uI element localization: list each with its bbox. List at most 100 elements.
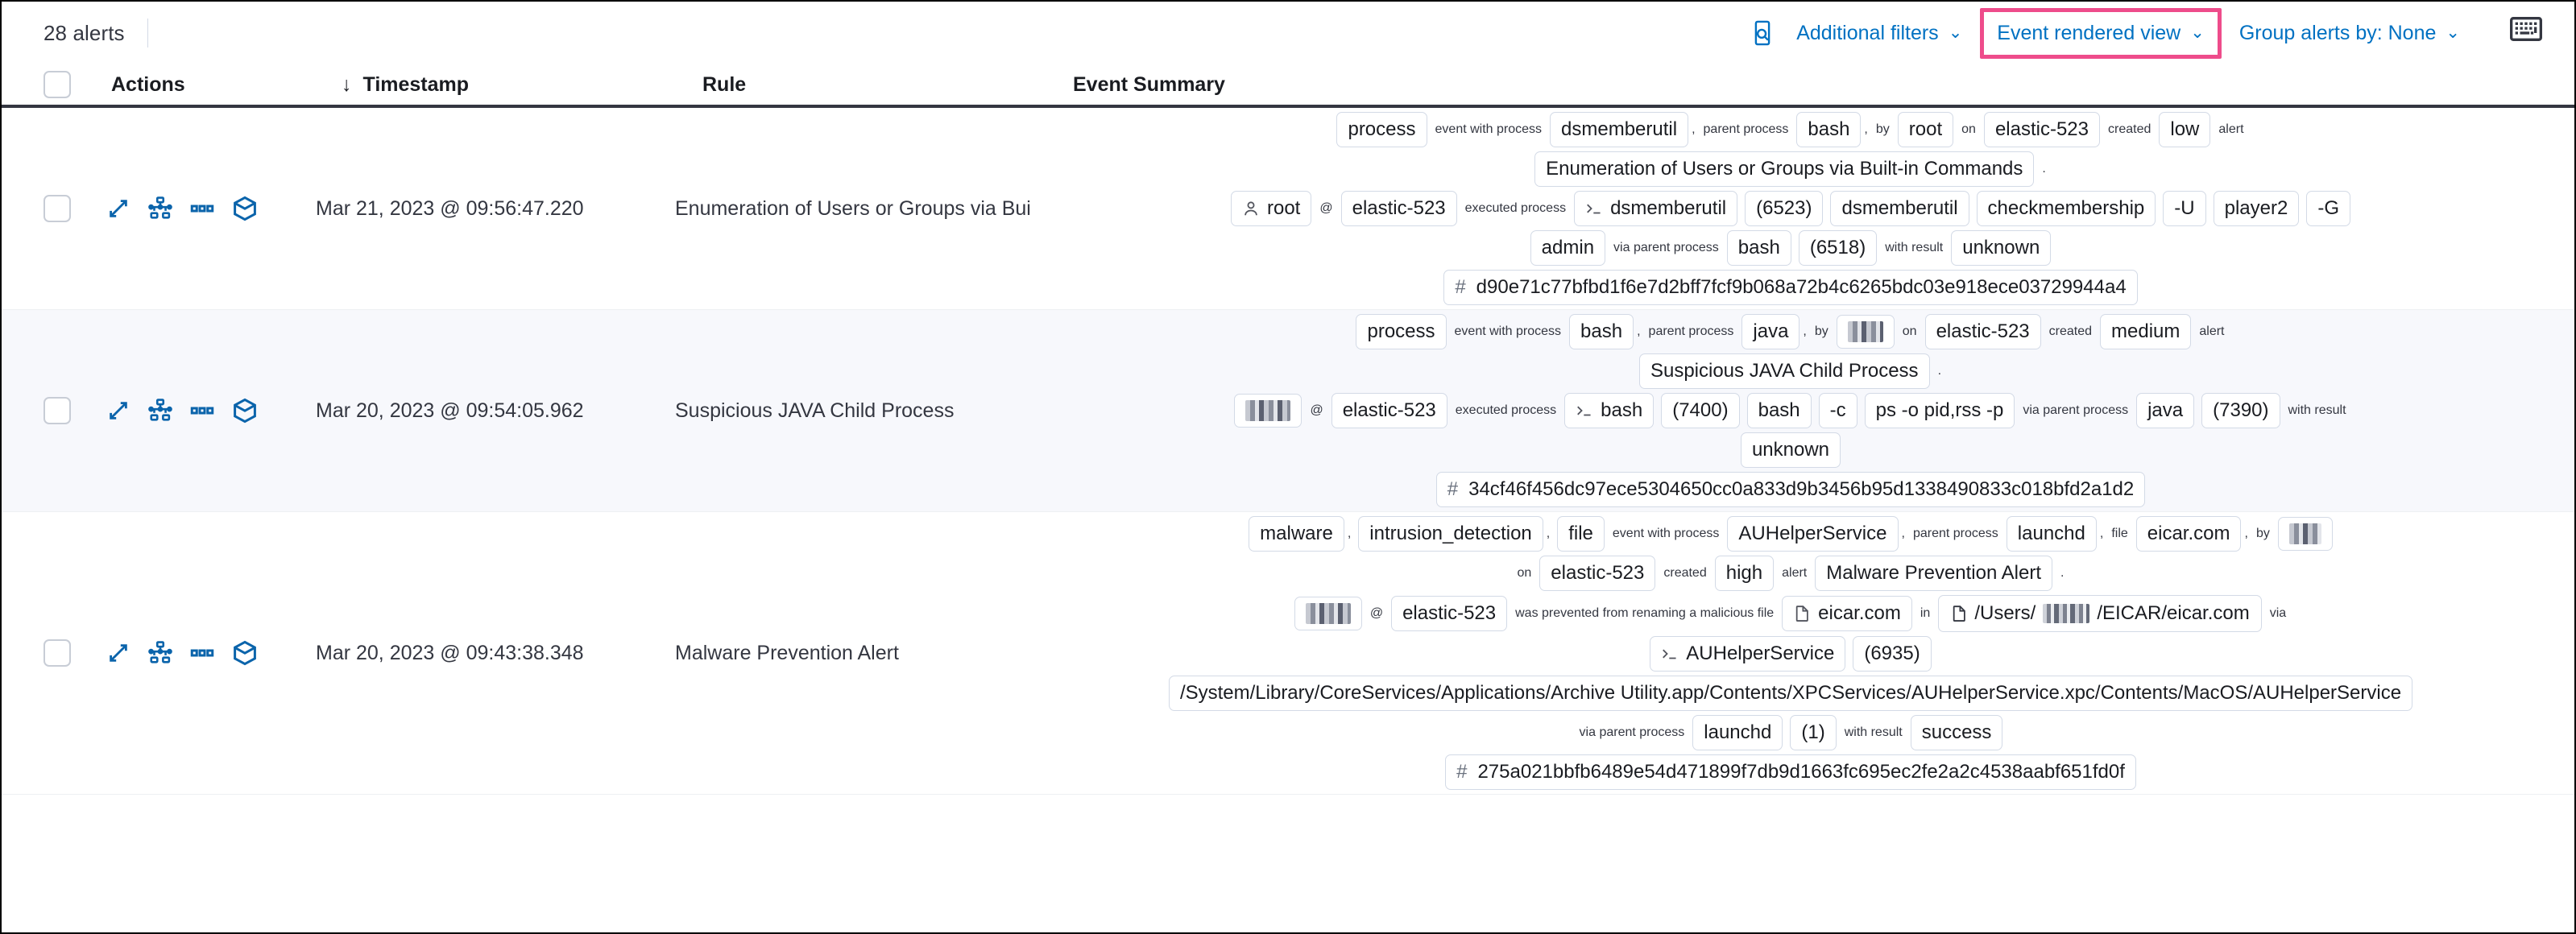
row-select-checkbox[interactable]	[43, 195, 71, 222]
session-view-icon[interactable]	[232, 196, 258, 221]
redacted-value-badge[interactable]	[1836, 315, 1895, 349]
event-field-badge[interactable]: bash	[1796, 112, 1862, 147]
row-select-checkbox[interactable]	[43, 397, 71, 424]
event-field-badge[interactable]: process	[1356, 314, 1447, 349]
event-field-badge[interactable]: low	[2159, 112, 2211, 147]
inspect-icon[interactable]	[1748, 19, 1777, 48]
file-path-badge[interactable]: /Users//EICAR/eicar.com	[1938, 595, 2262, 632]
event-field-badge[interactable]: Suspicious JAVA Child Process	[1638, 353, 1930, 389]
event-field-badge[interactable]: bash	[1726, 230, 1791, 266]
event-field-badge[interactable]: medium	[2100, 314, 2192, 349]
event-field-badge[interactable]: AUHelperService	[1727, 516, 1899, 552]
event-field-badge[interactable]: dsmemberutil	[1830, 191, 1969, 226]
event-field-badge[interactable]: player2	[2213, 191, 2300, 226]
additional-filters-button[interactable]: Additional filters ⌄	[1782, 14, 1977, 53]
event-field-badge[interactable]: dsmemberutil	[1550, 112, 1689, 147]
analyze-event-icon[interactable]	[148, 196, 172, 221]
event-field-badge[interactable]: elastic-523	[1983, 112, 2100, 147]
more-actions-icon[interactable]	[190, 196, 214, 221]
event-field-badge[interactable]: checkmembership	[1976, 191, 2156, 226]
event-field-badge[interactable]: root	[1230, 191, 1312, 226]
event-field-badge[interactable]: Enumeration of Users or Groups via Built…	[1534, 151, 2035, 187]
rule-name-cell[interactable]: Suspicious JAVA Child Process	[675, 399, 955, 422]
event-hash-badge[interactable]: #d90e71c77bfbd1f6e7d2bff7fcf9b068a72b4c6…	[1443, 270, 2138, 305]
analyze-event-icon[interactable]	[148, 399, 172, 423]
event-field-badge[interactable]: root	[1897, 112, 1954, 147]
event-summary-line: unknown	[1046, 432, 2536, 468]
event-field-badge[interactable]: file	[1557, 516, 1605, 552]
event-field-badge[interactable]: elastic-523	[1391, 596, 1508, 631]
event-field-badge[interactable]: bash	[1569, 314, 1634, 349]
expand-icon[interactable]	[106, 399, 130, 423]
event-field-badge[interactable]: elastic-523	[1331, 393, 1447, 428]
expand-icon[interactable]	[106, 196, 130, 221]
event-field-badge[interactable]: java	[1741, 314, 1800, 349]
event-field-badge[interactable]: (1)	[1790, 715, 1837, 750]
summary-text: with result	[1844, 725, 1903, 739]
event-field-value: dsmemberutil	[1841, 197, 1958, 219]
event-field-badge[interactable]: (7400)	[1661, 393, 1740, 428]
event-field-badge[interactable]: eicar.com	[1782, 596, 1912, 631]
redacted-blob	[1305, 603, 1351, 624]
event-rendered-view-button[interactable]: Event rendered view ⌄	[1997, 22, 2205, 45]
analyze-event-icon[interactable]	[148, 641, 172, 665]
select-all-checkbox[interactable]	[43, 71, 71, 98]
event-field-badge[interactable]: unknown	[1951, 230, 2052, 266]
event-field-badge[interactable]: admin	[1530, 230, 1606, 266]
redacted-value-badge[interactable]	[2277, 517, 2333, 551]
session-view-icon[interactable]	[232, 640, 258, 666]
event-field-badge[interactable]: elastic-523	[1924, 314, 2041, 349]
event-field-badge[interactable]: bash	[1564, 393, 1655, 428]
event-field-badge[interactable]: (6518)	[1798, 230, 1878, 266]
event-field-badge[interactable]: -G	[2306, 191, 2350, 226]
event-field-badge[interactable]: dsmemberutil	[1574, 191, 1738, 226]
event-field-badge[interactable]: java	[2136, 393, 2195, 428]
event-field-badge[interactable]: intrusion_detection	[1358, 516, 1543, 552]
keyboard-icon[interactable]	[2510, 17, 2542, 49]
event-field-badge[interactable]: elastic-523	[1539, 556, 1656, 591]
event-field-badge[interactable]: process	[1336, 112, 1427, 147]
event-field-badge[interactable]: launchd	[1692, 715, 1783, 750]
event-field-badge[interactable]: unknown	[1740, 432, 1841, 468]
more-actions-icon[interactable]	[190, 641, 214, 665]
event-field-badge[interactable]: AUHelperService	[1650, 636, 1846, 672]
event-field-badge[interactable]: (6523)	[1745, 191, 1824, 226]
session-view-icon[interactable]	[232, 398, 258, 424]
column-header-timestamp[interactable]: ↓ Timestamp	[342, 73, 702, 97]
expand-icon[interactable]	[106, 641, 130, 665]
rule-name-cell[interactable]: Enumeration of Users or Groups via Bui	[675, 196, 1031, 220]
event-field-badge[interactable]: success	[1910, 715, 2003, 750]
event-hash-badge[interactable]: #34cf46f456dc97ece5304650cc0a833d9b3456b…	[1435, 472, 2146, 507]
rule-name-cell[interactable]: Malware Prevention Alert	[675, 641, 899, 664]
event-field-badge[interactable]: -c	[1818, 393, 1857, 428]
event-field-badge[interactable]: (7390)	[2201, 393, 2280, 428]
event-hash-value: 34cf46f456dc97ece5304650cc0a833d9b3456b9…	[1468, 478, 2135, 500]
event-field-badge[interactable]: elastic-523	[1340, 191, 1457, 226]
hash-icon: #	[1447, 478, 1459, 500]
row-actions-cell	[43, 195, 314, 222]
event-field-badge[interactable]: high	[1714, 556, 1775, 591]
redacted-value-badge[interactable]	[1234, 394, 1302, 428]
event-field-badge[interactable]: malware	[1249, 516, 1344, 552]
event-field-badge[interactable]: bash	[1746, 393, 1812, 428]
event-field-badge[interactable]: ps -o pid,rss -p	[1864, 393, 2015, 428]
event-field-badge[interactable]: launchd	[2006, 516, 2097, 552]
event-field-value: high	[1725, 562, 1763, 584]
group-alerts-by-button[interactable]: Group alerts by: None ⌄	[2225, 14, 2475, 53]
event-field-badge[interactable]: eicar.com	[2135, 516, 2242, 552]
event-field-value: bash	[1580, 320, 1623, 342]
event-field-badge[interactable]: (6935)	[1853, 636, 1932, 672]
event-hash-badge[interactable]: #275a021bbfb6489e54d471899f7db9d1663fc69…	[1445, 754, 2136, 790]
redacted-value-badge[interactable]	[1294, 597, 1362, 630]
event-field-badge[interactable]: Malware Prevention Alert	[1815, 556, 2053, 591]
row-select-checkbox[interactable]	[43, 639, 71, 667]
table-header-row: Actions ↓ Timestamp Rule Event Summary	[2, 64, 2574, 108]
event-field-badge[interactable]: /System/Library/CoreServices/Application…	[1168, 676, 2413, 711]
more-actions-icon[interactable]	[190, 399, 214, 423]
event-field-badge[interactable]: -U	[2163, 191, 2206, 226]
